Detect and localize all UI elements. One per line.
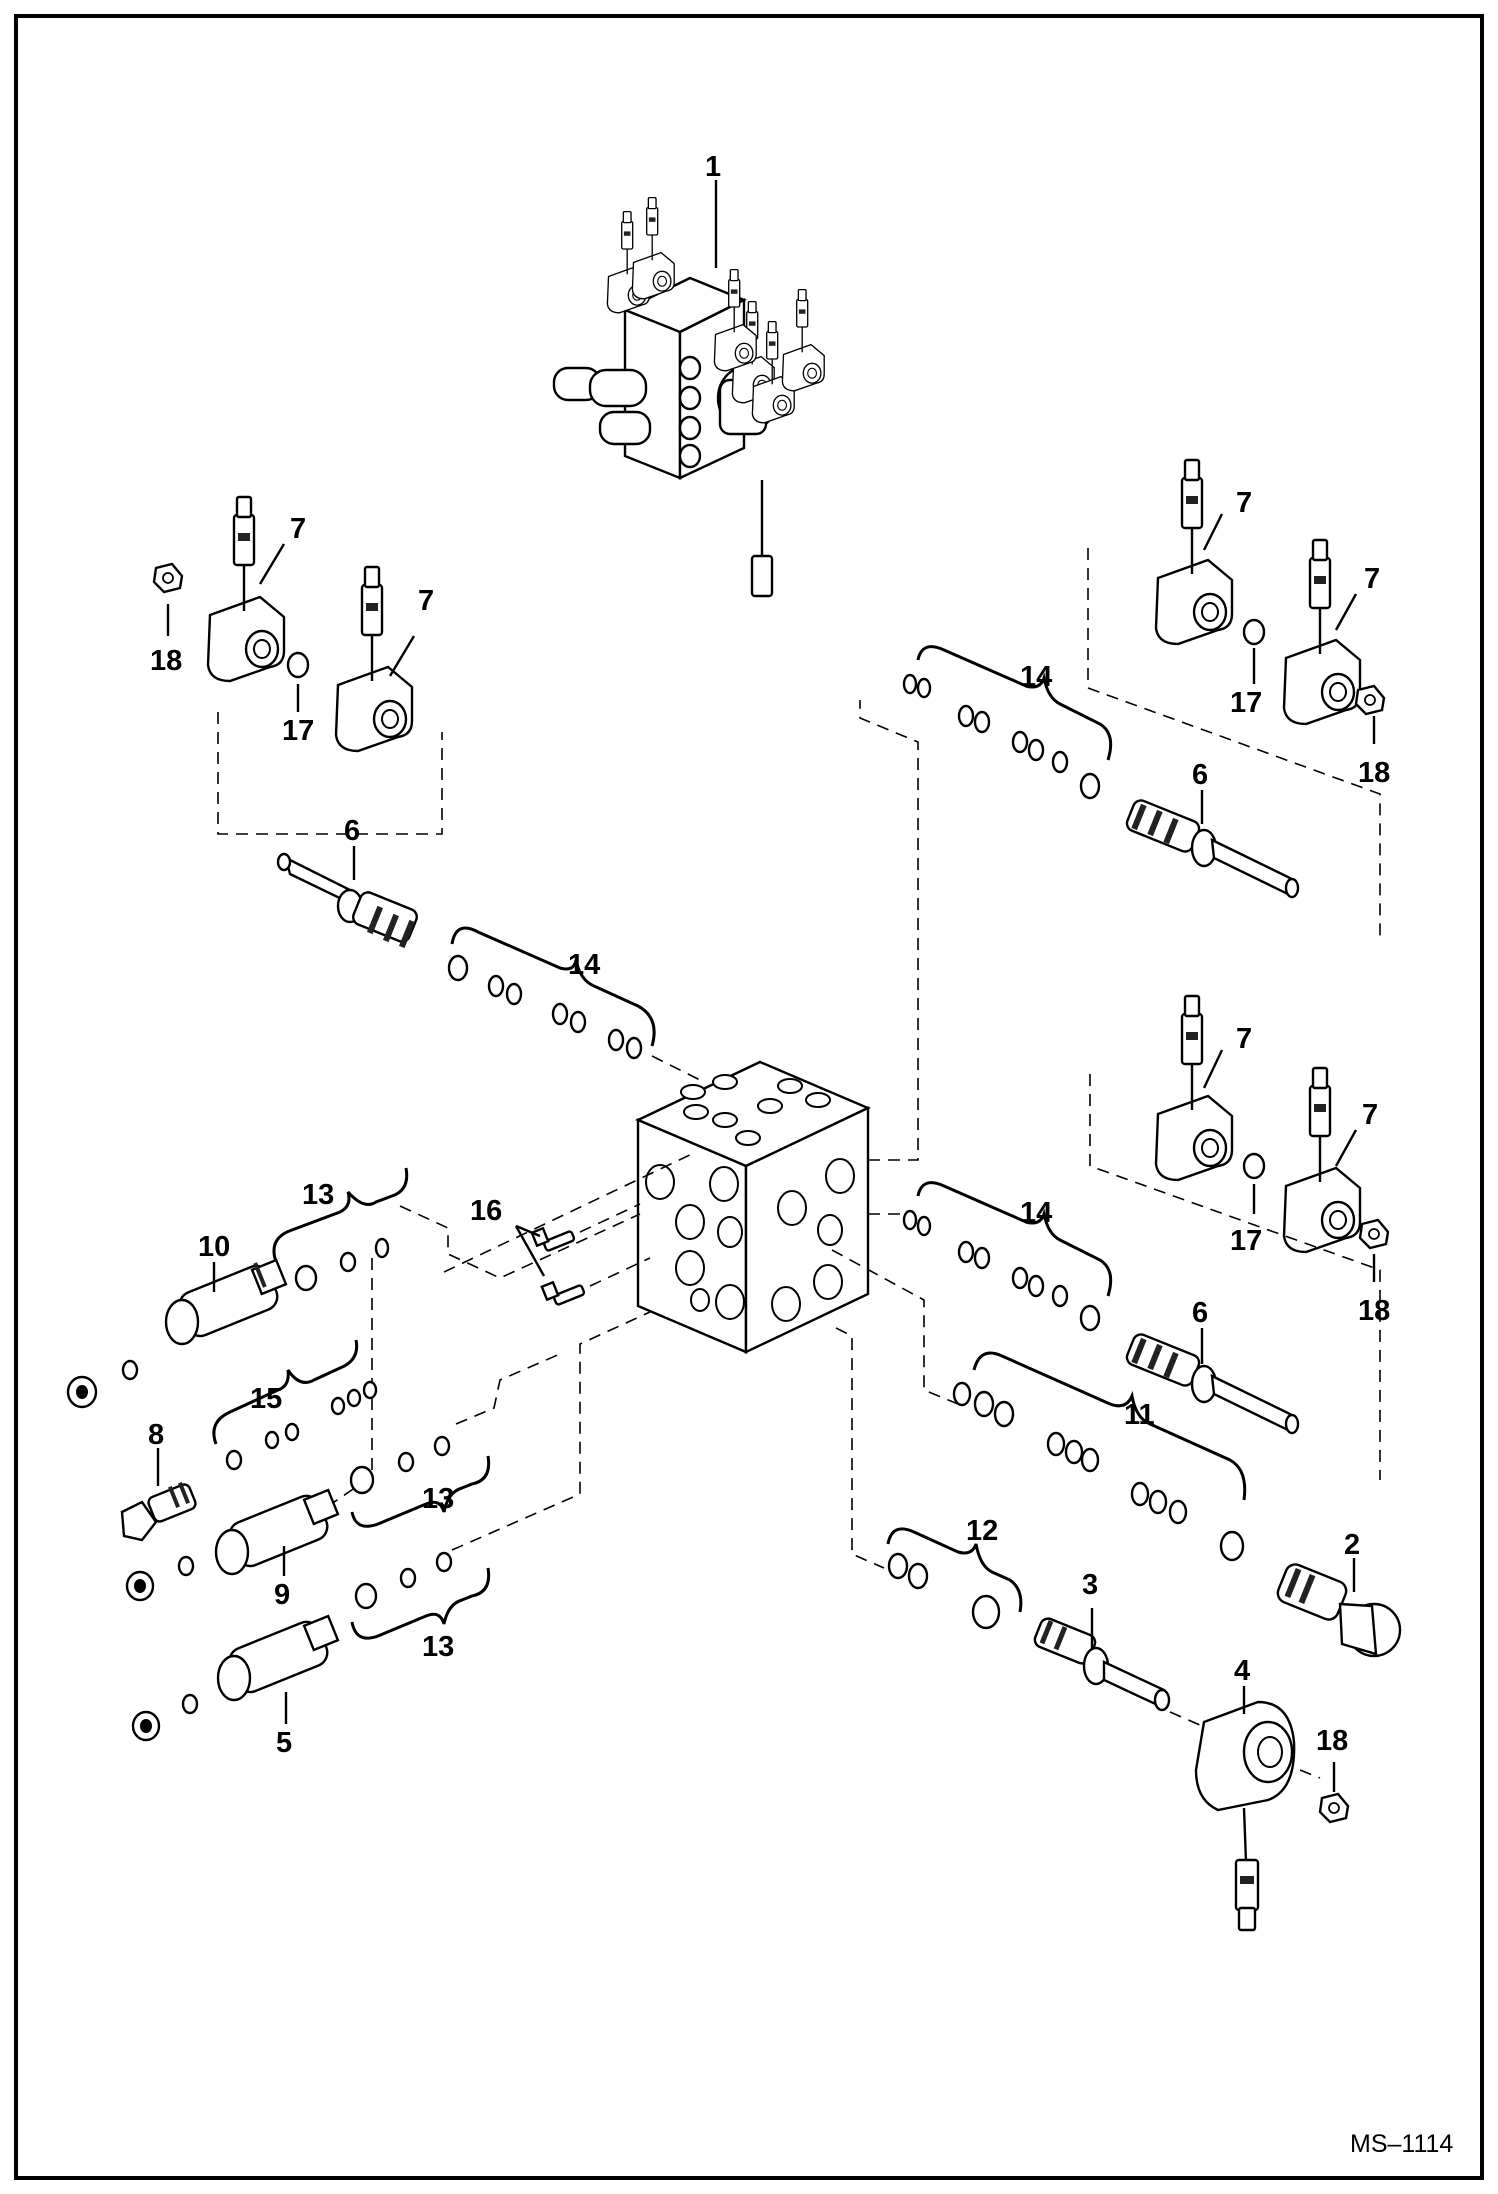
callout-12: 12 <box>966 1515 998 1547</box>
spool-lower-right <box>1125 1333 1300 1435</box>
oring-set-upper-left <box>487 974 643 1060</box>
callout-6-lower-right: 6 <box>1192 1297 1208 1329</box>
callout-7-d: 7 <box>1364 563 1380 595</box>
oring-set-12 <box>887 1552 1001 1630</box>
callout-14-upper-right: 14 <box>1020 661 1052 693</box>
callout-9: 9 <box>274 1579 290 1611</box>
callout-10: 10 <box>198 1231 230 1263</box>
callout-5: 5 <box>276 1727 292 1759</box>
spool-upper-right <box>1125 799 1300 899</box>
callout-labels: 1 2 3 4 5 6 6 6 7 7 7 7 7 7 8 9 10 11 12… <box>148 151 1390 1759</box>
callout-17-left: 17 <box>282 715 314 747</box>
callout-7-f: 7 <box>1362 1099 1378 1131</box>
callout-14-lower-right: 14 <box>1020 1197 1052 1229</box>
callout-14-upper-left: 14 <box>568 949 600 981</box>
valve-assembly <box>552 196 825 598</box>
plug-5 <box>131 1710 161 1742</box>
callout-16: 16 <box>470 1195 502 1227</box>
callout-18-lower-right: 18 <box>1358 1295 1390 1327</box>
oring-set-13-lower <box>354 1551 453 1610</box>
callout-7-c: 7 <box>1236 487 1252 519</box>
callout-7-b: 7 <box>418 585 434 617</box>
cartridge-10 <box>164 1258 288 1346</box>
plug-9 <box>125 1570 155 1602</box>
relief-valve-8 <box>120 1482 197 1542</box>
callout-18-upper-right: 18 <box>1358 757 1390 789</box>
plug-10 <box>66 1375 98 1409</box>
callout-15: 15 <box>250 1383 282 1415</box>
callout-18-left: 18 <box>150 645 182 677</box>
callout-11: 11 <box>1124 1399 1155 1431</box>
cartridge-9 <box>214 1488 340 1576</box>
callout-1: 1 <box>705 151 721 183</box>
callout-13-lower: 13 <box>422 1631 454 1663</box>
oring-set-upper-right <box>902 673 1101 800</box>
leader-lines <box>156 180 1376 1792</box>
callout-3: 3 <box>1082 1569 1098 1601</box>
oring-set-lower-right-14 <box>902 1209 1101 1332</box>
valve-block <box>635 1060 871 1354</box>
callout-4: 4 <box>1234 1655 1250 1687</box>
callout-17-upper-right: 17 <box>1230 687 1262 719</box>
callout-2: 2 <box>1344 1529 1360 1561</box>
cartridge-3 <box>1033 1617 1171 1712</box>
callout-7-a: 7 <box>290 513 306 545</box>
callout-17-lower-right: 17 <box>1230 1225 1262 1257</box>
oring-set-13-middle <box>349 1435 451 1495</box>
bolts-16 <box>514 1224 586 1306</box>
cartridge-5 <box>216 1614 340 1702</box>
callout-13-middle: 13 <box>422 1483 454 1515</box>
callout-13-upper: 13 <box>302 1179 334 1211</box>
callout-6-upper-left: 6 <box>344 815 360 847</box>
oring-set-15 <box>225 1380 378 1471</box>
drawing-reference: MS–1114 <box>1350 2130 1453 2158</box>
callout-6-upper-right: 6 <box>1192 759 1208 791</box>
oring-set-13-upper <box>294 1237 390 1292</box>
spool-upper-left <box>276 852 418 949</box>
callout-18-coil: 18 <box>1316 1725 1348 1757</box>
callout-7-e: 7 <box>1236 1023 1252 1055</box>
coil-4 <box>1194 1700 1296 1932</box>
oring-set-11 <box>952 1381 1245 1562</box>
relief-valve-2 <box>1276 1563 1402 1658</box>
callout-8: 8 <box>148 1419 164 1451</box>
